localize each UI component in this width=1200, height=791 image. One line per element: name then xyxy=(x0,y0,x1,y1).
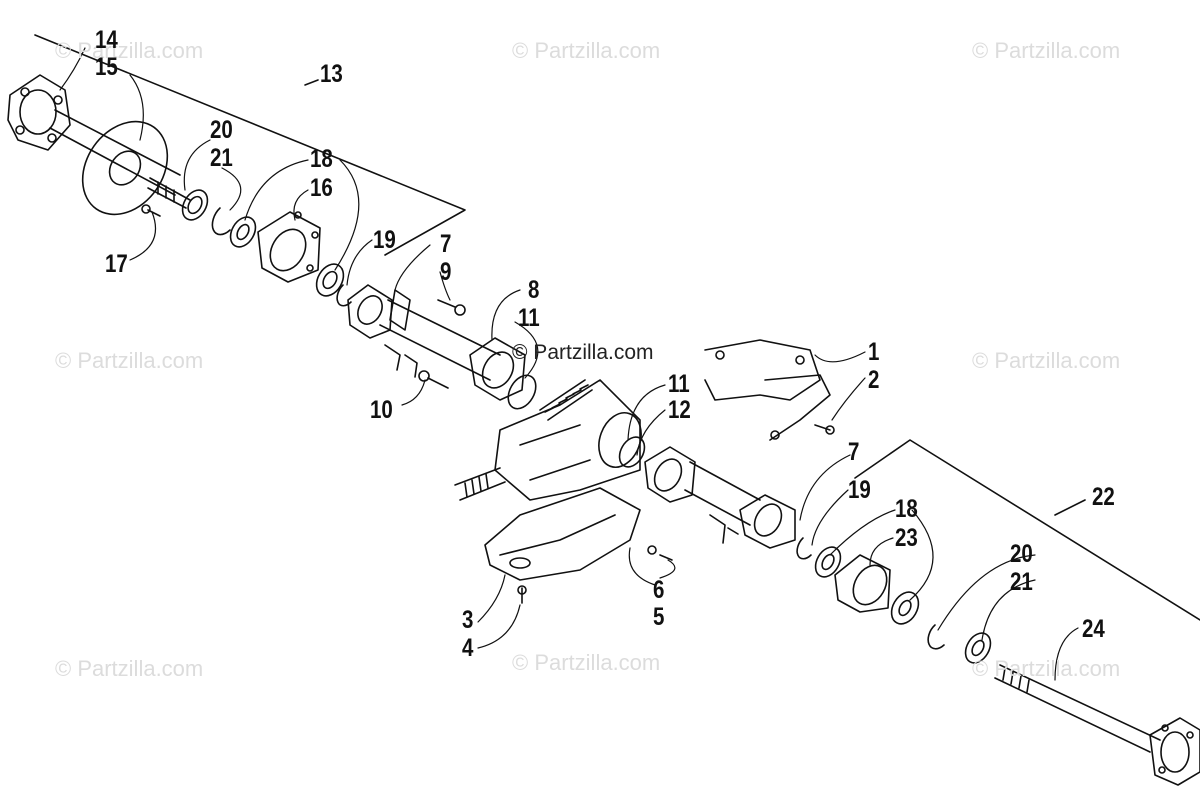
watermark: © Partzilla.com xyxy=(972,348,1121,373)
callout-8: 8 xyxy=(528,276,540,304)
callout-9: 9 xyxy=(440,258,452,286)
bearing-right-outer xyxy=(890,591,920,625)
watermark: © Partzilla.com xyxy=(55,656,204,681)
skid-plate xyxy=(484,487,641,581)
differential-housing xyxy=(494,379,642,501)
bearing-left-inner xyxy=(315,263,345,297)
callout-21: 21 xyxy=(1010,568,1033,596)
callout-15: 15 xyxy=(95,53,118,81)
watermark: © Partzilla.com xyxy=(972,656,1121,681)
watermark: © Partzilla.com xyxy=(55,348,204,373)
callout-13: 13 xyxy=(320,60,343,88)
watermark: © Partzilla.com xyxy=(55,38,204,63)
bracket-13 xyxy=(34,34,466,256)
snap-ring-right xyxy=(927,624,945,650)
axle-shaft-right xyxy=(994,664,1161,753)
callout-11: 11 xyxy=(668,370,690,398)
watermark: © Partzilla.com xyxy=(512,650,661,675)
callout-7: 7 xyxy=(848,438,860,466)
callout-18: 18 xyxy=(310,145,333,173)
callout-17: 17 xyxy=(105,250,128,278)
bolt-10 xyxy=(418,370,449,389)
gasket-7-right xyxy=(739,494,796,549)
flange-8 xyxy=(469,337,526,401)
callout-16: 16 xyxy=(310,174,333,202)
callout-19: 19 xyxy=(848,476,871,504)
bearing-left-outer xyxy=(229,216,257,248)
callout-22: 22 xyxy=(1092,483,1115,511)
watermark-center: © Partzilla.com xyxy=(512,341,654,364)
callout-11: 11 xyxy=(518,304,540,332)
flange-right xyxy=(644,446,696,503)
callout-24: 24 xyxy=(1082,615,1105,643)
brake-disc xyxy=(81,120,169,216)
callout-1: 1 xyxy=(868,338,880,366)
o-ring-11-right xyxy=(618,436,646,468)
callout-7: 7 xyxy=(440,230,452,258)
bolt-9 xyxy=(437,299,466,316)
bracket-22 xyxy=(854,439,1200,621)
boot-spring xyxy=(539,379,593,421)
bolt-4 xyxy=(517,585,527,604)
callout-18: 18 xyxy=(895,495,918,523)
callout-20: 20 xyxy=(1010,540,1033,568)
callout-10: 10 xyxy=(370,396,393,424)
axle-tube-right xyxy=(684,461,761,544)
bearing-housing-right xyxy=(834,554,891,613)
bearing-housing-left xyxy=(257,211,321,283)
callout-20: 20 xyxy=(210,116,233,144)
callout-6: 6 xyxy=(653,576,665,604)
callout-5: 5 xyxy=(653,603,665,631)
callout-12: 12 xyxy=(668,396,691,424)
o-ring-11-left xyxy=(507,374,537,410)
bolt-17 xyxy=(141,204,161,217)
callout-19: 19 xyxy=(373,226,396,254)
seal-right xyxy=(964,632,992,664)
callout-14: 14 xyxy=(95,26,118,54)
leader-lines xyxy=(59,47,1079,681)
left-hub xyxy=(7,74,181,196)
seal-left xyxy=(181,189,209,221)
pinion-shaft xyxy=(454,467,506,501)
callout-21: 21 xyxy=(210,144,233,172)
snap-ring-left xyxy=(211,207,231,236)
watermark: © Partzilla.com xyxy=(512,38,661,63)
callout-23: 23 xyxy=(895,524,918,552)
watermark: © Partzilla.com xyxy=(972,38,1121,63)
left-shaft-spline xyxy=(147,177,191,209)
snap-ring-19-left xyxy=(336,284,352,307)
callout-3: 3 xyxy=(462,606,474,634)
bearing-right-inner xyxy=(814,546,842,578)
bolt-5-6 xyxy=(647,545,673,561)
gasket-7-left xyxy=(347,284,393,339)
snap-ring-19-right xyxy=(796,537,812,560)
callout-2: 2 xyxy=(868,366,880,394)
right-hub xyxy=(1149,717,1200,786)
axle-tube-left xyxy=(379,289,501,381)
callout-4: 4 xyxy=(462,634,474,662)
bracket-1-2 xyxy=(704,339,835,441)
